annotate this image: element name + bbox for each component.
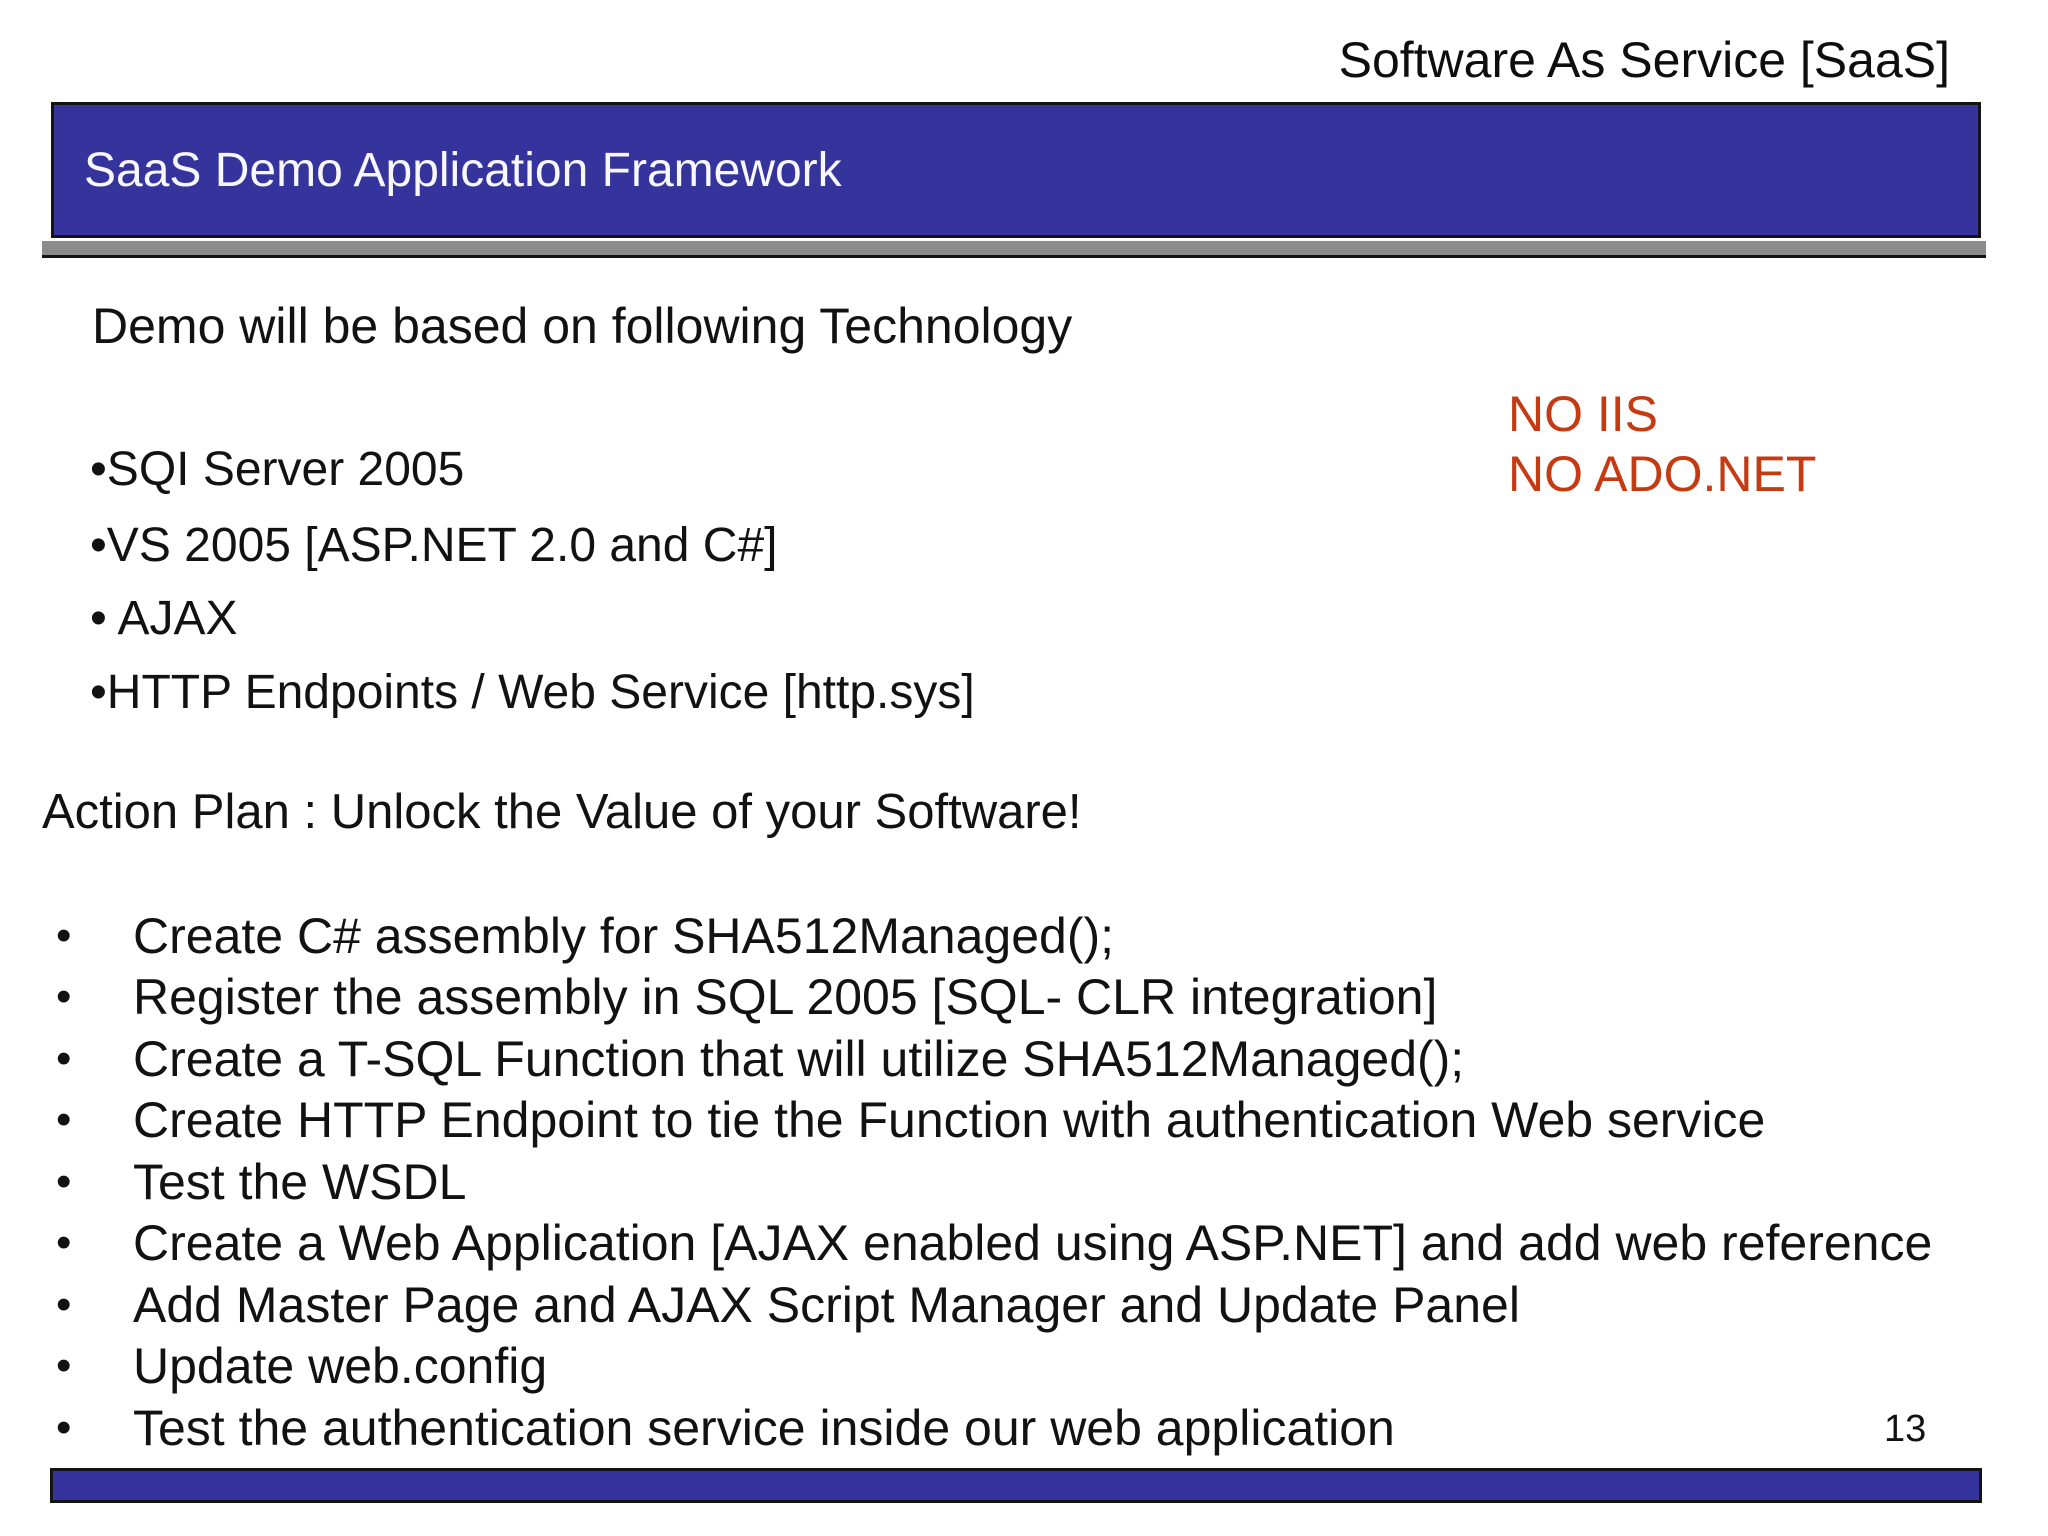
tech-list-item: •VS 2005 [ASP.NET 2.0 and C#] (90, 519, 778, 572)
bullet-icon: • (56, 1341, 72, 1390)
bullet-icon: • (56, 1280, 72, 1329)
action-list-item: • Create a T-SQL Function that will util… (56, 1028, 1464, 1090)
action-item-text: Update web.config (133, 1338, 548, 1394)
bullet-icon: • (56, 1218, 72, 1267)
bullet-icon: • (56, 1403, 72, 1452)
action-item-text: Register the assembly in SQL 2005 [SQL- … (133, 969, 1438, 1025)
callout-line-no-adonet: NO ADO.NET (1508, 446, 1817, 502)
bullet-icon: • (56, 1157, 72, 1206)
action-item-text: Create a Web Application [AJAX enabled u… (133, 1215, 1933, 1271)
action-list-item: • Create a Web Application [AJAX enabled… (56, 1212, 1932, 1274)
action-list-item: • Update web.config (56, 1335, 547, 1397)
action-item-text: Test the WSDL (133, 1154, 467, 1210)
action-item-text: Create HTTP Endpoint to tie the Function… (133, 1092, 1766, 1148)
intro-heading: Demo will be based on following Technolo… (92, 298, 1073, 354)
callout-no-technologies: NO IIS NO ADO.NET (1508, 384, 1816, 504)
slide-title: SaaS Demo Application Framework (84, 143, 842, 197)
title-bar: SaaS Demo Application Framework (51, 102, 1981, 238)
action-list-item: • Test the WSDL (56, 1151, 466, 1213)
tech-list-item: • AJAX (90, 592, 238, 645)
action-item-text: Add Master Page and AJAX Script Manager … (133, 1277, 1520, 1333)
tech-list-item: •SQI Server 2005 (90, 443, 465, 496)
action-list-item: • Test the authentication service inside… (56, 1397, 1395, 1459)
tech-list-item: •HTTP Endpoints / Web Service [http.sys] (90, 666, 975, 719)
action-item-text: Test the authentication service inside o… (133, 1400, 1395, 1456)
bullet-icon: • (56, 1034, 72, 1083)
action-list-item: • Create HTTP Endpoint to tie the Functi… (56, 1089, 1765, 1151)
bullet-icon: • (56, 911, 72, 960)
action-item-text: Create C# assembly for SHA512Managed(); (133, 908, 1115, 964)
kicker-text: Software As Service [SaaS] (1338, 32, 1950, 88)
callout-line-no-iis: NO IIS (1508, 386, 1659, 442)
action-list-item: • Register the assembly in SQL 2005 [SQL… (56, 966, 1437, 1028)
action-list-item: • Add Master Page and AJAX Script Manage… (56, 1274, 1520, 1336)
gray-accent-bar (42, 241, 1986, 258)
bullet-icon: • (56, 972, 72, 1021)
bullet-icon: • (56, 1095, 72, 1144)
page-number: 13 (1884, 1408, 1927, 1450)
action-list-item: • Create C# assembly for SHA512Managed()… (56, 905, 1114, 967)
footer-bar (50, 1468, 1982, 1503)
action-plan-heading: Action Plan : Unlock the Value of your S… (42, 785, 1082, 839)
action-item-text: Create a T-SQL Function that will utiliz… (133, 1031, 1465, 1087)
